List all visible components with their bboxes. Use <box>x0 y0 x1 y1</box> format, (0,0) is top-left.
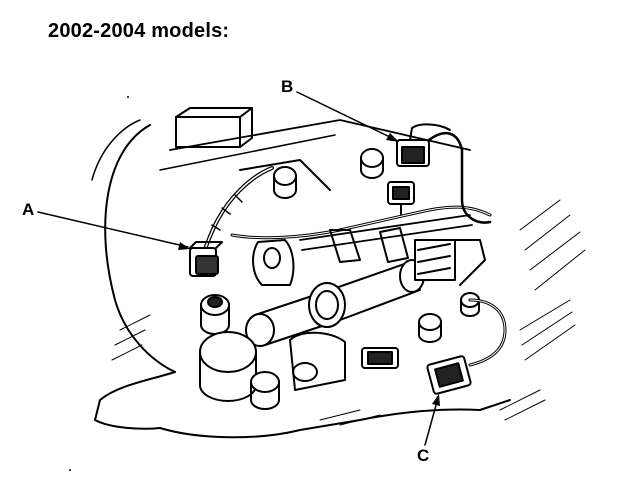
connector-c <box>426 355 472 395</box>
solenoid-assembly <box>245 239 486 347</box>
wire-to-c <box>468 298 507 367</box>
diagram-title: 2002-2004 models: <box>48 20 230 42</box>
callout-label-c: C <box>417 446 430 465</box>
callout-label-a: A <box>22 200 35 219</box>
lower-center-parts <box>289 292 480 391</box>
leader-lines <box>37 91 440 446</box>
connector-b <box>396 123 492 224</box>
lower-left-bolts <box>199 294 280 410</box>
sensor-lower-b <box>387 181 415 215</box>
diagonal-tube <box>299 214 473 251</box>
upper-bolts <box>273 148 384 199</box>
transmission-housing <box>104 124 176 373</box>
callout-label-b: B <box>281 77 294 96</box>
lower-casing <box>159 399 511 439</box>
connector-a <box>189 241 223 277</box>
bracket <box>252 227 409 286</box>
